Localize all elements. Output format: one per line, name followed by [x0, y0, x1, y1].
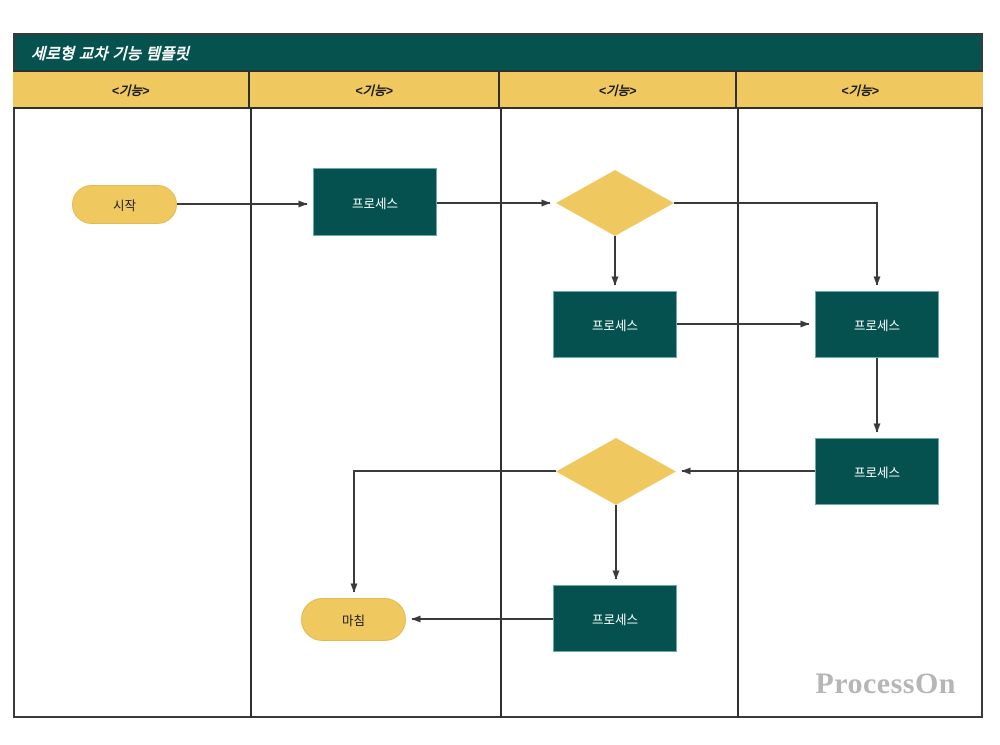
node-label: 프로세스 [853, 466, 900, 480]
lane-header-label: <기능> [111, 84, 150, 98]
node-end[interactable]: 마침 [301, 598, 406, 641]
lane-divider-2 [737, 109, 739, 718]
lane-header-row: <기능> <기능> <기능> <기능> [13, 70, 983, 109]
node-proc4[interactable]: 프로세스 [815, 438, 939, 505]
lane-divider-0 [250, 109, 252, 718]
node-label: 프로세스 [591, 613, 638, 627]
node-label: 마침 [341, 614, 365, 628]
node-label: 시작 [112, 199, 136, 213]
diagram-title-bar: 세로형 교차 기능 템플릿 [13, 33, 983, 70]
decision-diamond-shape [556, 170, 674, 236]
processon-watermark: ProcessOn [815, 667, 956, 700]
node-start[interactable]: 시작 [72, 185, 177, 224]
lane-header-label: <기능> [355, 84, 393, 98]
lane-header-label: <기능> [841, 84, 879, 98]
diagram-frame [13, 33, 983, 718]
lane-header-label: <기능> [598, 84, 637, 98]
lane-header-3[interactable]: <기능> [737, 72, 983, 107]
node-proc1[interactable]: 프로세스 [313, 168, 437, 236]
node-proc5[interactable]: 프로세스 [553, 585, 677, 652]
node-proc3[interactable]: 프로세스 [815, 291, 939, 358]
node-label: 프로세스 [351, 196, 398, 211]
decision-diamond-shape [556, 438, 676, 505]
node-decision2[interactable] [556, 438, 676, 505]
lane-header-2[interactable]: <기능> [500, 72, 737, 107]
page-title: 세로형 교차 기능 템플릿 [31, 45, 190, 63]
lane-header-0[interactable]: <기능> [13, 72, 250, 107]
lane-divider-1 [500, 109, 502, 718]
node-label: 프로세스 [591, 319, 638, 333]
node-proc2[interactable]: 프로세스 [553, 291, 677, 358]
lane-header-1[interactable]: <기능> [250, 72, 500, 107]
node-label: 프로세스 [853, 319, 900, 333]
node-decision1[interactable] [556, 170, 674, 236]
